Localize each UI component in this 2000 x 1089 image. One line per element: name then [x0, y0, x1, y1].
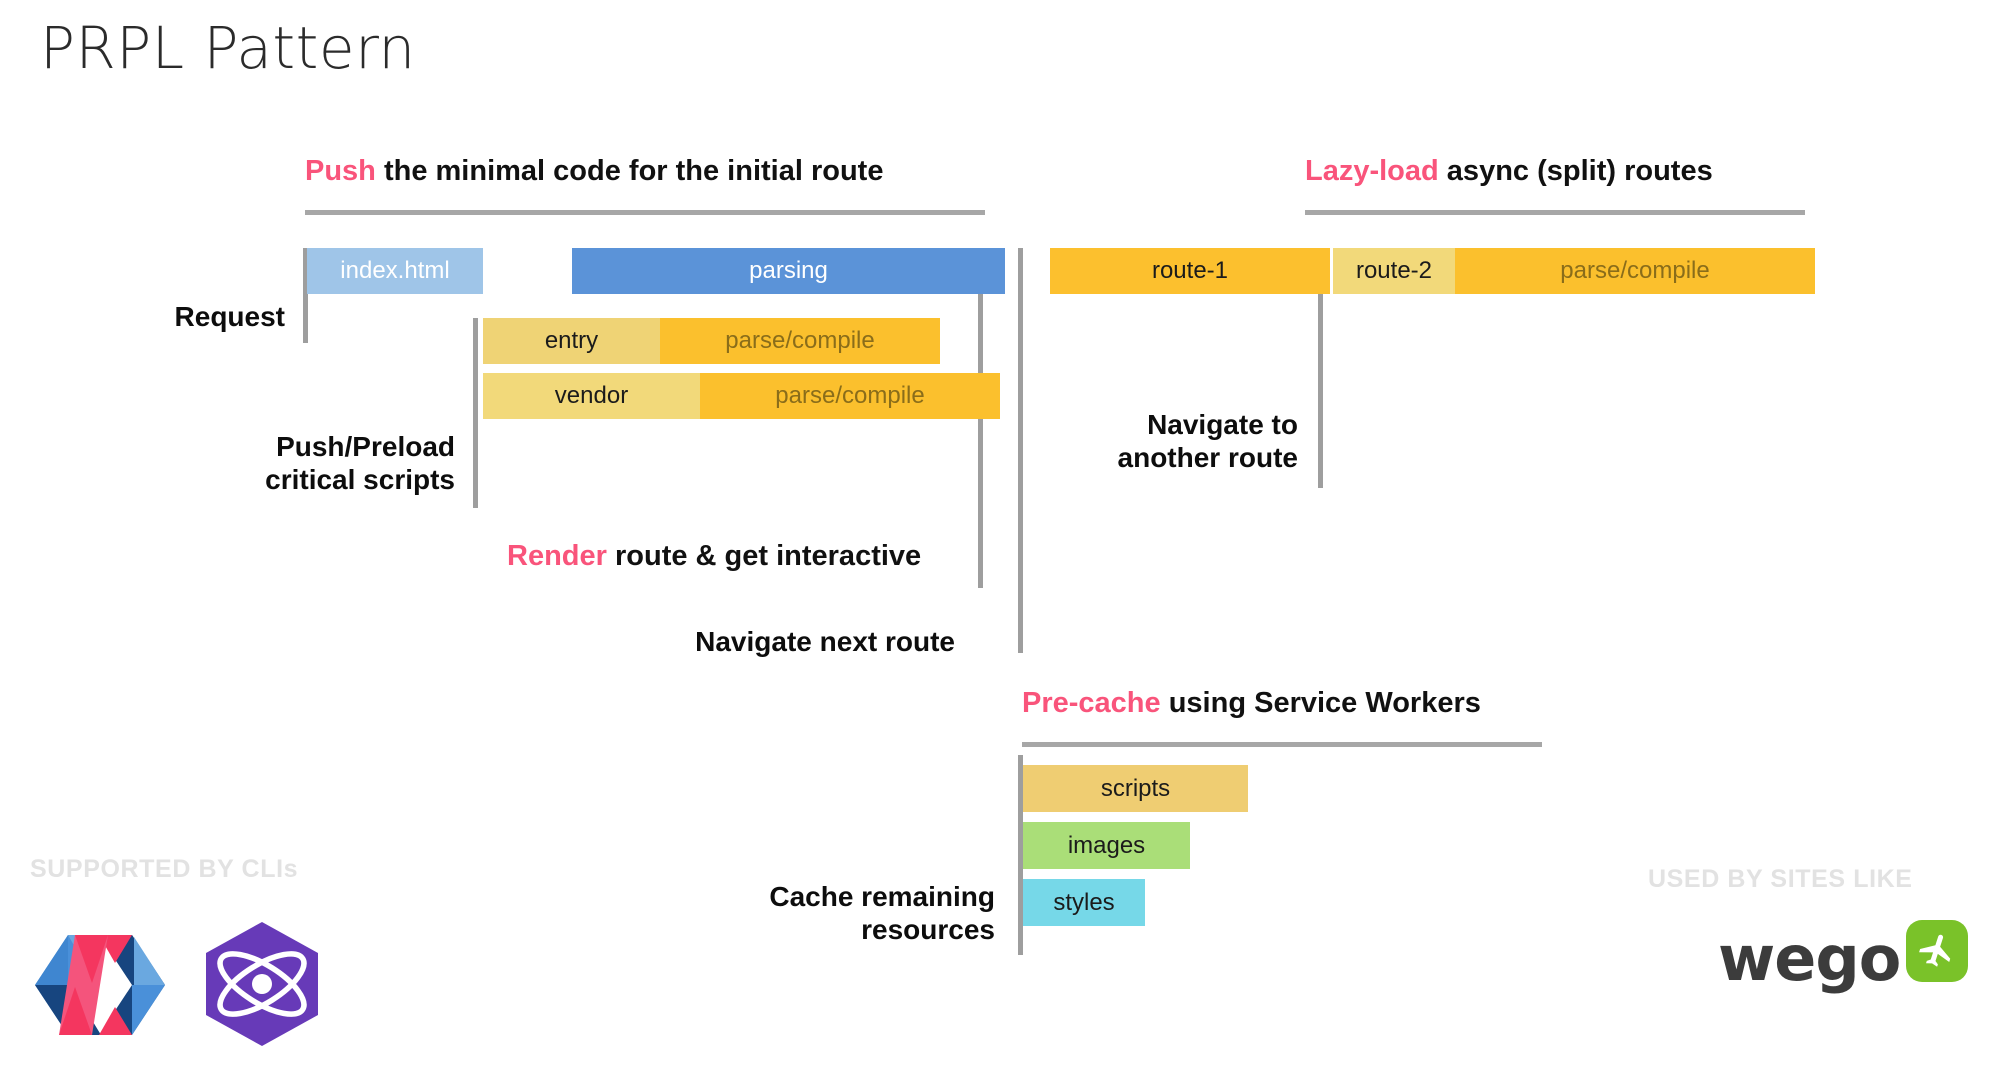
section-rest-precache: using Service Workers — [1160, 687, 1481, 719]
section-rule-lazy — [1305, 210, 1805, 215]
bar-entry[interactable]: entry parse/compile — [483, 318, 940, 364]
rail-request — [303, 248, 308, 343]
section-rest-push: the minimal code for the initial route — [375, 155, 884, 187]
bar-route-2[interactable]: route-2 parse/compile — [1333, 248, 1815, 294]
section-rest-lazy: async (split) routes — [1438, 155, 1713, 187]
wego-badge — [1906, 920, 1969, 982]
footer-caption-used-by: USED BY SITES LIKE — [1648, 865, 1913, 893]
wego-wordmark: wego — [1718, 921, 1901, 995]
bar-segment-images: images — [1023, 822, 1190, 869]
bar-segment-route-2-parse-compile: parse/compile — [1455, 248, 1815, 294]
polymer-logo — [35, 925, 165, 1045]
preact-logo — [198, 920, 326, 1048]
bar-segment-parsing: parsing — [572, 248, 1005, 294]
rail-navigate-next — [1018, 248, 1023, 653]
bar-images[interactable]: images — [1023, 822, 1190, 869]
bar-route-1[interactable]: route-1 — [1050, 248, 1330, 294]
section-keyword-lazy: Lazy-load — [1305, 155, 1439, 187]
label-request: Request — [174, 301, 285, 332]
label-cache-remaining: Cache remaining resources — [769, 881, 995, 946]
bar-segment-scripts: scripts — [1023, 765, 1248, 812]
bar-segment-index-html: index.html — [307, 248, 483, 294]
bar-parsing[interactable]: parsing — [572, 248, 1005, 294]
bar-segment-route-2: route-2 — [1333, 248, 1455, 294]
section-keyword-push: Push — [305, 155, 376, 187]
rail-precache — [1018, 755, 1023, 955]
footer-caption-supported-by: SUPPORTED BY CLIs — [30, 855, 299, 883]
section-rule-push — [305, 210, 985, 215]
bar-segment-styles: styles — [1023, 879, 1145, 926]
wego-logo: wego — [1718, 920, 1969, 996]
label-navigate-another: Navigate to another route — [1117, 409, 1298, 474]
page-title: PRPL Pattern — [40, 14, 416, 82]
bar-segment-vendor-parse-compile: parse/compile — [700, 373, 1000, 419]
bar-index-html[interactable]: index.html — [307, 248, 483, 294]
label-navigate-next: Navigate next route — [695, 626, 955, 657]
bar-segment-vendor: vendor — [483, 373, 700, 419]
section-heading-push: Push the minimal code for the initial ro… — [305, 155, 883, 188]
section-heading-lazy: Lazy-load async (split) routes — [1305, 155, 1713, 188]
section-heading-precache: Pre-cache using Service Workers — [1022, 687, 1481, 720]
label-push-preload: Push/Preload critical scripts — [265, 431, 455, 496]
rail-push-preload — [473, 318, 478, 508]
bar-segment-entry: entry — [483, 318, 660, 364]
section-keyword-precache: Pre-cache — [1022, 687, 1161, 719]
section-rule-precache — [1022, 742, 1542, 747]
bar-segment-entry-parse-compile: parse/compile — [660, 318, 940, 364]
bar-segment-route-1: route-1 — [1050, 248, 1330, 294]
rail-navigate-another — [1318, 248, 1323, 488]
section-heading-render: Render route & get interactive — [507, 540, 921, 573]
airplane-icon — [1919, 934, 1951, 967]
bar-scripts[interactable]: scripts — [1023, 765, 1248, 812]
bar-styles[interactable]: styles — [1023, 879, 1145, 926]
section-rest-render: route & get interactive — [606, 540, 922, 572]
section-keyword-render: Render — [507, 540, 607, 572]
bar-vendor[interactable]: vendor parse/compile — [483, 373, 1000, 419]
